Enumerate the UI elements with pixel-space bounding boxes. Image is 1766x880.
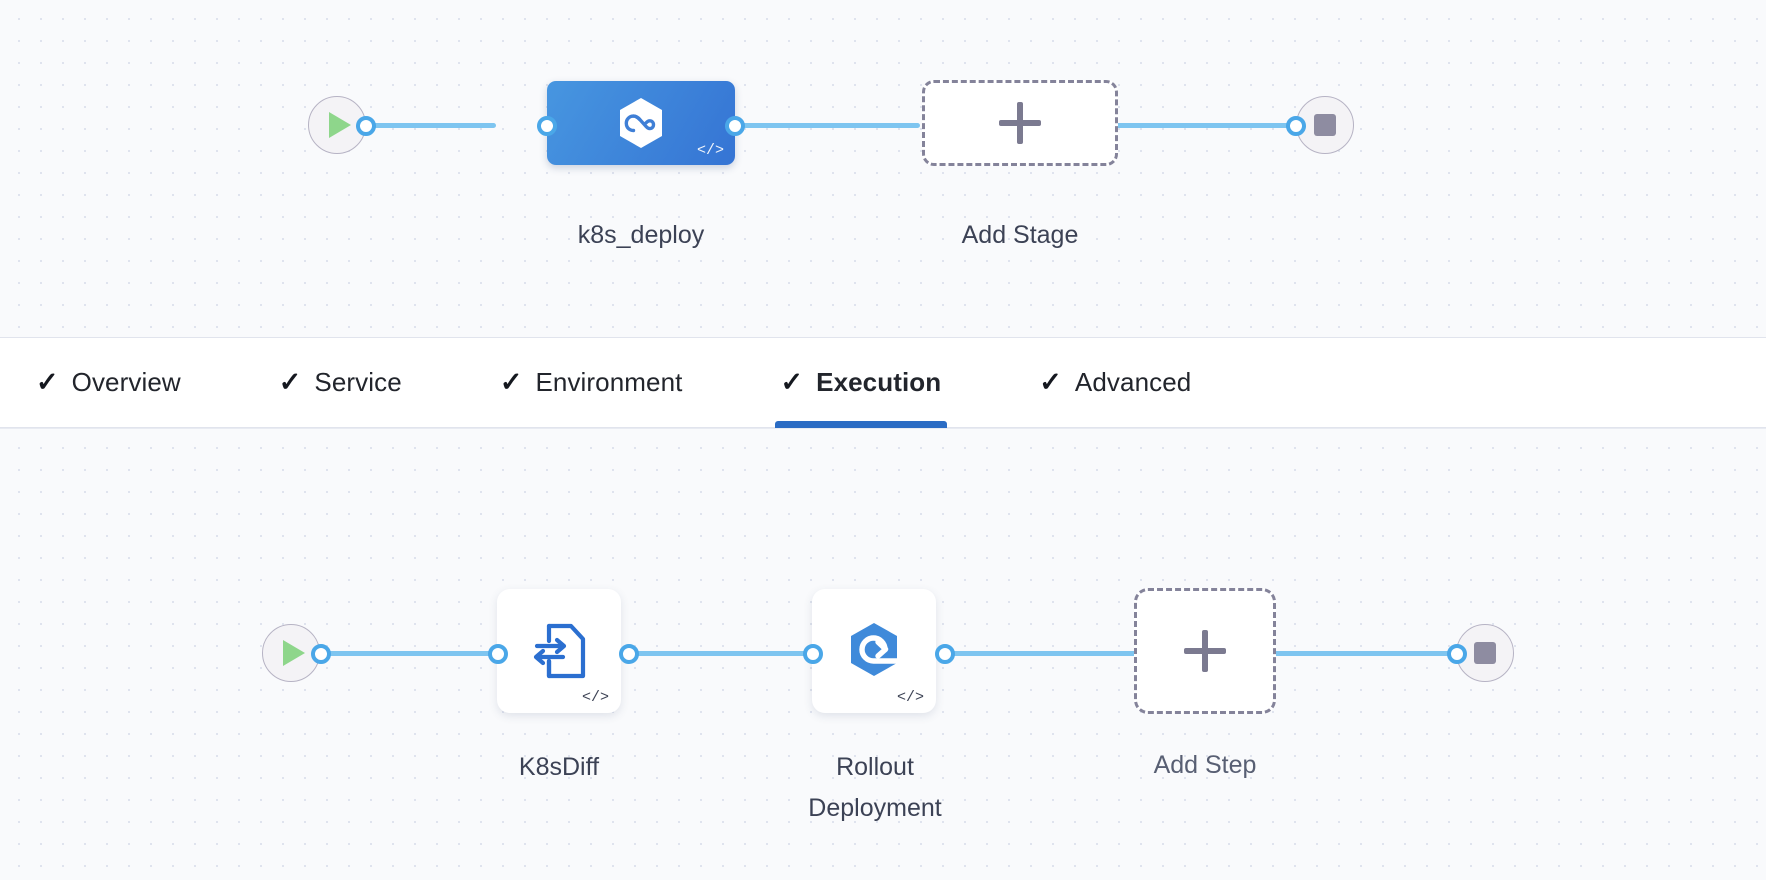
tab-execution-label: Execution	[816, 367, 942, 397]
port-end-input[interactable]	[1286, 116, 1306, 136]
tab-advanced-label: Advanced	[1074, 367, 1192, 397]
port-start-output[interactable]	[356, 116, 376, 136]
edge-start-to-k8sdeploy	[332, 123, 496, 128]
k8s-diff-document-icon	[533, 623, 586, 679]
code-marker-icon: </>	[581, 689, 609, 706]
step-start-node[interactable]	[262, 624, 320, 682]
stage-node-k8s-deploy[interactable]: </>	[547, 81, 735, 165]
edge-k8sdeploy-to-addstage	[660, 123, 920, 128]
plus-icon	[1184, 630, 1226, 672]
add-step-label: Add Step	[1153, 751, 1257, 779]
tab-environment-label: Environment	[535, 367, 683, 397]
stop-icon	[1314, 114, 1336, 136]
port-k8sdiff-output[interactable]	[619, 644, 639, 664]
port-k8sdeploy-output[interactable]	[725, 116, 745, 136]
tab-service[interactable]: ✓ Service	[273, 338, 408, 427]
code-marker-icon: </>	[696, 142, 724, 159]
check-icon: ✓	[1039, 367, 1062, 397]
stage-graph-canvas[interactable]: </> k8s_deploy Add Stage	[0, 0, 1766, 337]
edge-rollout-to-addstep	[944, 651, 1136, 656]
tab-overview-label: Overview	[71, 367, 181, 397]
check-icon: ✓	[499, 367, 523, 397]
edge-addstage-to-end	[1116, 123, 1316, 128]
plus-icon	[999, 102, 1041, 144]
tab-overview[interactable]: ✓ Overview	[30, 338, 187, 427]
step-graph-canvas[interactable]: </> </> K8sDiff Rollout Deployment Add S…	[0, 428, 1766, 880]
edge-start-to-k8sdiff	[288, 651, 504, 656]
step-label-k8sdiff: K8sDiff	[518, 753, 600, 781]
add-stage-button[interactable]	[922, 80, 1118, 166]
play-icon	[329, 112, 351, 138]
add-stage-label: Add Stage	[961, 221, 1079, 249]
tab-execution[interactable]: ✓ Execution	[774, 338, 948, 428]
stage-label-k8s-deploy: k8s_deploy	[577, 221, 705, 249]
port-step-end-input[interactable]	[1447, 644, 1467, 664]
step-node-rollout-deployment[interactable]: </>	[812, 589, 936, 713]
port-rollout-output[interactable]	[935, 644, 955, 664]
check-icon: ✓	[36, 367, 59, 397]
edge-k8sdiff-to-rollout	[628, 651, 812, 656]
harness-cd-hexagon-icon	[620, 98, 662, 148]
step-node-k8sdiff-body[interactable]: </>	[497, 589, 621, 713]
step-end-node[interactable]	[1456, 624, 1514, 682]
edge-addstep-to-end	[1274, 651, 1466, 656]
add-step-button[interactable]	[1134, 588, 1276, 714]
tab-advanced[interactable]: ✓ Advanced	[1033, 338, 1197, 427]
port-k8sdiff-input[interactable]	[488, 644, 508, 664]
rollout-deployment-hexagon-icon	[851, 623, 900, 676]
tab-service-label: Service	[314, 367, 402, 397]
tab-environment[interactable]: ✓ Environment	[494, 338, 689, 427]
play-icon	[283, 640, 305, 666]
step-label-rollout-deployment: Rollout Deployment	[808, 753, 942, 822]
stop-icon	[1474, 642, 1496, 664]
stage-config-tabs[interactable]: ✓ Overview ✓ Service ✓ Environment ✓ Exe…	[0, 337, 1766, 428]
port-rollout-input[interactable]	[803, 644, 823, 664]
check-icon: ✓	[780, 367, 804, 397]
port-k8sdeploy-input[interactable]	[537, 116, 557, 136]
port-step-start-output[interactable]	[311, 644, 331, 664]
code-marker-icon: </>	[896, 689, 924, 706]
check-icon: ✓	[278, 367, 302, 397]
